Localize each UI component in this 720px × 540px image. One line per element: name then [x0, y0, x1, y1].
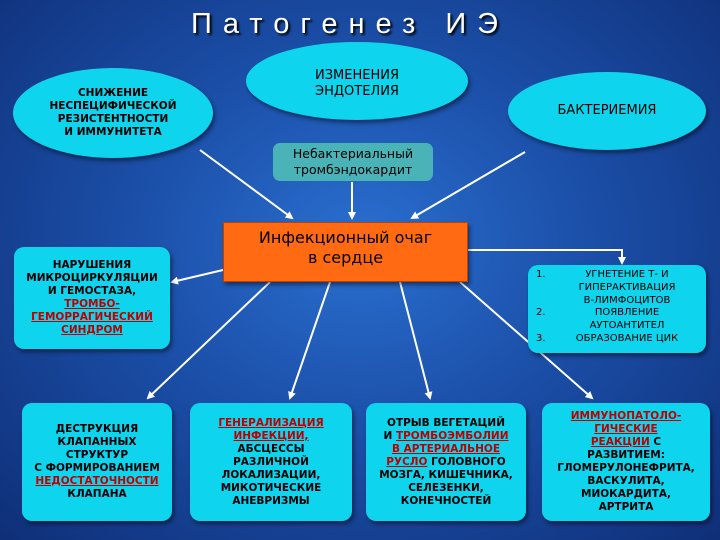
node-embolism: ОТРЫВ ВЕГЕТАЦИЙ И ТРОМБОЭМБОЛИИ В АРТЕРИ…: [366, 403, 526, 521]
arrow-focus-to-generalization: [288, 281, 331, 400]
immune-item: 2. ПОЯВЛЕНИЕ АУТОАНТИТЕЛ: [536, 307, 665, 332]
page-title: Патогенез ИЭ: [190, 8, 510, 40]
node-valve-destruction: ДЕСТРУКЦИЯ КЛАПАННЫХ СТРУКТУР С ФОРМИРОВ…: [22, 403, 172, 521]
node-nonbacterial-thromboendocarditis: Небактериальный тромбэндокардит: [273, 143, 433, 181]
arrow-focus-to-immune: [468, 249, 626, 265]
node-bacteremia: БАКТЕРИЕМИЯ: [508, 72, 706, 150]
arrow-focus-to-microcirc: [170, 269, 224, 285]
arrow-resistance-to-focus: [199, 149, 294, 220]
immune-item: 3. ОБРАЗОВАНИЕ ЦИК: [536, 332, 679, 344]
arrow-focus-to-destruction: [146, 281, 271, 400]
node-infection-focus: Инфекционный очаг в сердце: [223, 222, 468, 282]
node-immunopathology: ИММУНОПАТОЛО- ГИЧЕСКИЕ РЕАКЦИИ С РАЗВИТИ…: [542, 403, 710, 521]
arrow-bacteremia-to-focus: [410, 151, 526, 220]
node-microcirculation: НАРУШЕНИЯ МИКРОЦИРКУЛЯЦИИ И ГЕМОСТАЗА, Т…: [14, 247, 170, 349]
node-resistance: СНИЖЕНИЕ НЕСПЕЦИФИЧЕСКОЙ РЕЗИСТЕНТНОСТИ …: [13, 68, 213, 158]
immune-item: 1. УГНЕТЕНИЕ Т- И ГИПЕРАКТИВАЦИЯ В-ЛИМФО…: [536, 269, 676, 306]
node-endothelium: ИЗМЕНЕНИЯ ЭНДОТЕЛИЯ: [246, 42, 468, 120]
node-immune-disorders: 1. УГНЕТЕНИЕ Т- И ГИПЕРАКТИВАЦИЯ В-ЛИМФО…: [528, 265, 706, 353]
node-generalization: ГЕНЕРАЛИЗАЦИЯ ИНФЕКЦИИ, АБСЦЕССЫ РАЗЛИЧН…: [190, 403, 352, 521]
arrow-focus-to-immunopath: [459, 281, 594, 400]
arrow-focus-to-embolism: [399, 281, 433, 400]
